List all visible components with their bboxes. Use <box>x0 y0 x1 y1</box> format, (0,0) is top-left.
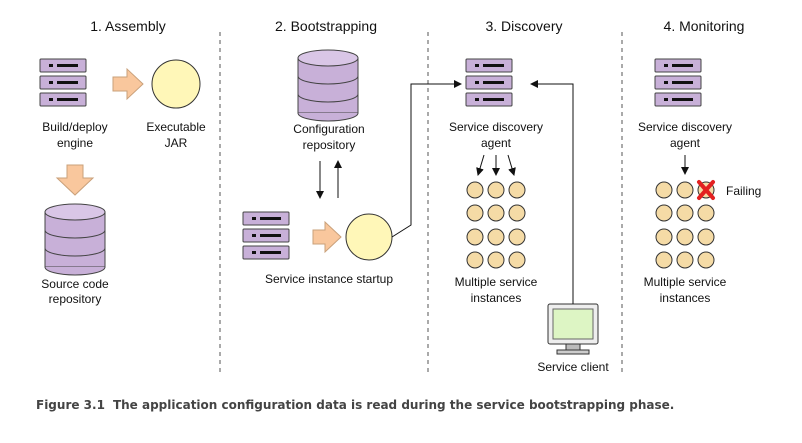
source-code-repository-database-icon <box>44 203 106 276</box>
source-repo-label-1: Source code <box>41 277 109 291</box>
config-repo-label-2: repository <box>303 138 356 152</box>
instance-startup-label: Service instance startup <box>265 272 393 286</box>
source-repo-label-2: repository <box>49 292 102 306</box>
figure-caption-text: The application configuration data is re… <box>113 398 674 412</box>
discovery-fanout-arrows <box>476 154 516 176</box>
build-engine-label-1: Build/deploy <box>42 120 107 134</box>
executable-jar-icon <box>151 59 201 109</box>
process-arrow-icon <box>112 67 144 101</box>
build-engine-server-icon <box>39 58 87 107</box>
discovery-instance-grid <box>466 181 526 269</box>
discovery-agent-label-1: Service discovery <box>449 120 543 134</box>
discovery-agent-server-icon <box>465 58 513 107</box>
monitor-agent-label-2: agent <box>670 136 701 150</box>
service-client-label: Service client <box>537 360 609 374</box>
stage-title-bootstrapping: 2. Bootstrapping <box>275 18 377 34</box>
monitor-instances-label-2: instances <box>660 291 711 305</box>
monitor-agent-server-icon <box>654 58 702 107</box>
process-arrow-down-icon <box>55 164 95 196</box>
build-engine-label-2: engine <box>57 136 93 150</box>
monitor-instance-grid <box>655 181 715 269</box>
service-client-monitor-icon <box>547 303 599 355</box>
service-instance-server-icon <box>242 211 290 260</box>
arrow-register-with-discovery <box>391 80 462 238</box>
stage-dividers <box>219 32 623 375</box>
service-instance-jar-icon <box>345 213 393 261</box>
failing-label: Failing <box>726 184 761 198</box>
stage-title-monitoring: 4. Monitoring <box>664 18 745 34</box>
multiple-instances-label-1: Multiple service <box>455 275 538 289</box>
figure-number: Figure 3.1 <box>36 398 105 412</box>
startup-arrow-icon <box>312 220 342 254</box>
monitor-instances-label-1: Multiple service <box>644 275 727 289</box>
figure-caption: Figure 3.1 The application configuration … <box>36 398 674 412</box>
config-repo-label-1: Configuration <box>293 122 364 136</box>
arrow-client-query-discovery <box>530 80 574 304</box>
multiple-instances-label-2: instances <box>471 291 522 305</box>
monitor-agent-label-1: Service discovery <box>638 120 732 134</box>
failing-x-icon <box>697 180 715 200</box>
configuration-repository-database-icon <box>297 49 359 122</box>
discovery-agent-label-2: agent <box>481 136 512 150</box>
stage-title-assembly: 1. Assembly <box>90 18 165 34</box>
executable-jar-label-1: Executable <box>146 120 206 134</box>
stage-title-discovery: 3. Discovery <box>485 18 562 34</box>
executable-jar-label-2: JAR <box>165 136 188 150</box>
